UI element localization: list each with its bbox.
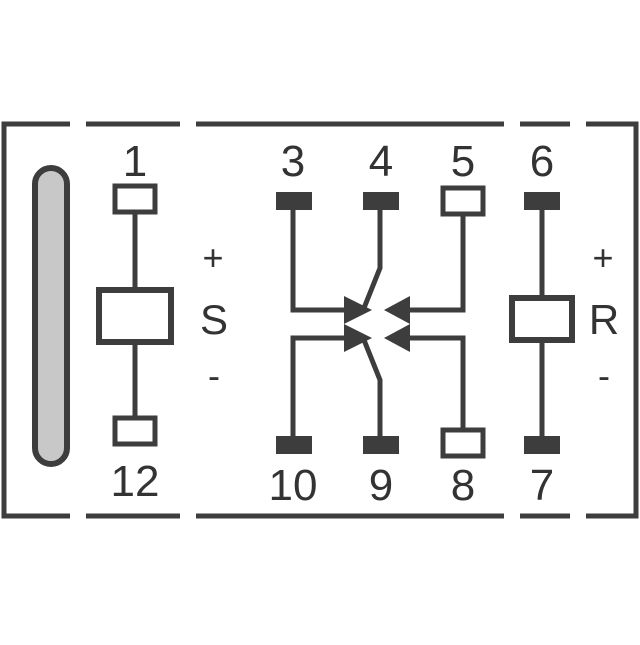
package-outline xyxy=(1,121,639,519)
contact-arrowheads xyxy=(344,296,410,352)
coil-s-label: S xyxy=(200,296,228,343)
pin-9-pad xyxy=(363,436,399,454)
coil-s-plus: + xyxy=(202,237,223,278)
contact-wiring xyxy=(290,208,466,436)
pin-4-pad xyxy=(363,192,399,210)
pin-label-8: 8 xyxy=(451,461,475,510)
pin-5-pad xyxy=(440,185,486,217)
coil-s xyxy=(96,212,174,418)
coil-r xyxy=(509,210,575,436)
pin-label-1: 1 xyxy=(123,137,147,186)
pin-10-pad xyxy=(276,436,312,454)
coil-r-plus: + xyxy=(592,237,613,278)
pin-label-6: 6 xyxy=(530,137,554,186)
pin-7-pad xyxy=(524,436,560,454)
pin-6-pad xyxy=(524,192,560,210)
pin-label-12: 12 xyxy=(111,457,160,506)
pin-label-7: 7 xyxy=(530,461,554,510)
coil-r-label: R xyxy=(589,296,619,343)
pin-label-3: 3 xyxy=(281,137,305,186)
coil-r-minus: - xyxy=(598,355,610,396)
pin-1-pad xyxy=(112,183,158,215)
pin-3-pad xyxy=(276,192,312,210)
pin-12-pad xyxy=(112,415,158,447)
pin-label-10: 10 xyxy=(269,461,318,510)
pin-label-5: 5 xyxy=(451,137,475,186)
orientation-indicator-bar xyxy=(32,165,70,467)
pin-label-4: 4 xyxy=(369,137,393,186)
pin-label-9: 9 xyxy=(369,461,393,510)
pin-8-pad xyxy=(440,427,486,459)
coil-s-minus: - xyxy=(208,355,220,396)
